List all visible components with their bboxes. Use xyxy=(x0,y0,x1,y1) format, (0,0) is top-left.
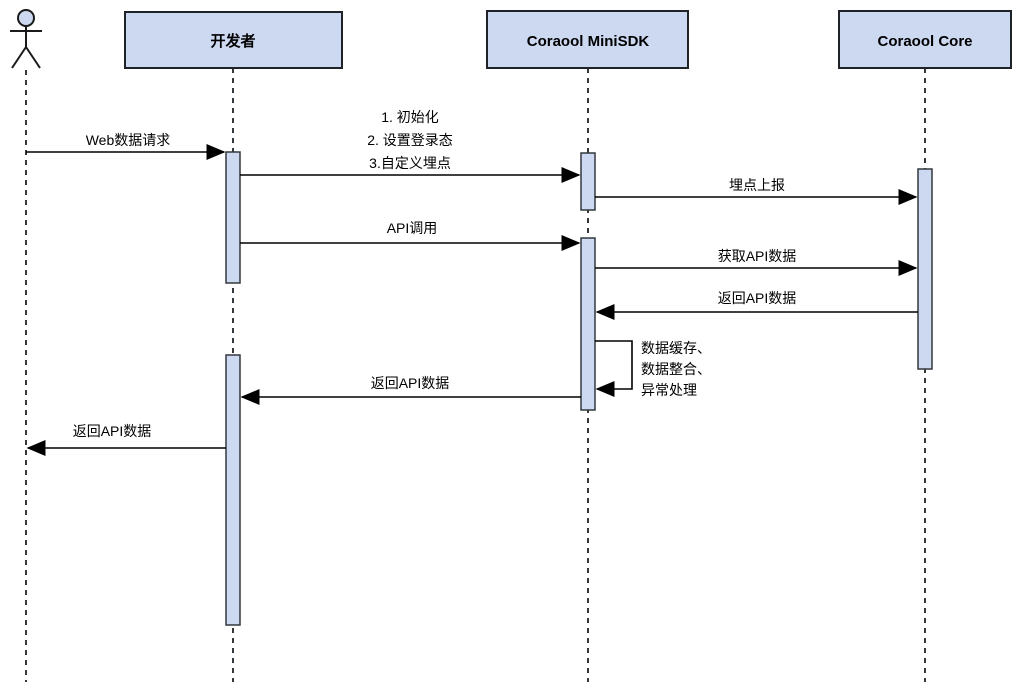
actor-leg-left xyxy=(11,46,27,69)
actor-leg-right xyxy=(25,46,41,69)
participant-box-minisdk xyxy=(486,10,689,69)
actor-user-icon xyxy=(10,9,42,69)
label-init-line-1: 1. 初始化 xyxy=(381,109,439,125)
message-arrows xyxy=(26,144,918,456)
participant-box-developer xyxy=(124,11,343,69)
label-return-api-data-core: 返回API数据 xyxy=(718,290,797,306)
participant-label-developer: 开发者 xyxy=(210,32,255,50)
label-return-api-data-sdk: 返回API数据 xyxy=(371,375,450,391)
message-labels: Web数据请求 1. 初始化 2. 设置登录态 3.自定义埋点 埋点上报 API… xyxy=(73,109,797,439)
activation-core-1 xyxy=(917,168,933,370)
participant-label-core: Coraool Core xyxy=(877,33,972,50)
participant-box-core xyxy=(838,10,1012,69)
activation-developer-2 xyxy=(225,354,241,626)
label-web-data-request: Web数据请求 xyxy=(86,132,171,148)
activation-bars xyxy=(225,151,933,626)
label-init-line-3: 3.自定义埋点 xyxy=(369,155,451,171)
label-self-line-2: 数据整合、 xyxy=(641,361,711,377)
label-return-api-data-user: 返回API数据 xyxy=(73,423,152,439)
label-init-line-2: 2. 设置登录态 xyxy=(367,132,453,148)
participant-headers: 开发者 Coraool MiniSDK Coraool Core xyxy=(124,10,1012,69)
actor-head xyxy=(17,9,35,27)
label-tracking-report: 埋点上报 xyxy=(729,177,785,193)
participant-label-minisdk: Coraool MiniSDK xyxy=(527,33,650,50)
label-fetch-api-data: 获取API数据 xyxy=(718,248,797,264)
activation-minisdk-1 xyxy=(580,152,596,211)
activation-minisdk-2 xyxy=(580,237,596,411)
label-api-call: API调用 xyxy=(387,220,438,236)
label-self-line-3: 异常处理 xyxy=(641,382,697,398)
lifelines xyxy=(25,68,926,682)
arrow-self-process xyxy=(595,340,633,397)
activation-developer-1 xyxy=(225,151,241,284)
label-self-line-1: 数据缓存、 xyxy=(641,340,711,356)
